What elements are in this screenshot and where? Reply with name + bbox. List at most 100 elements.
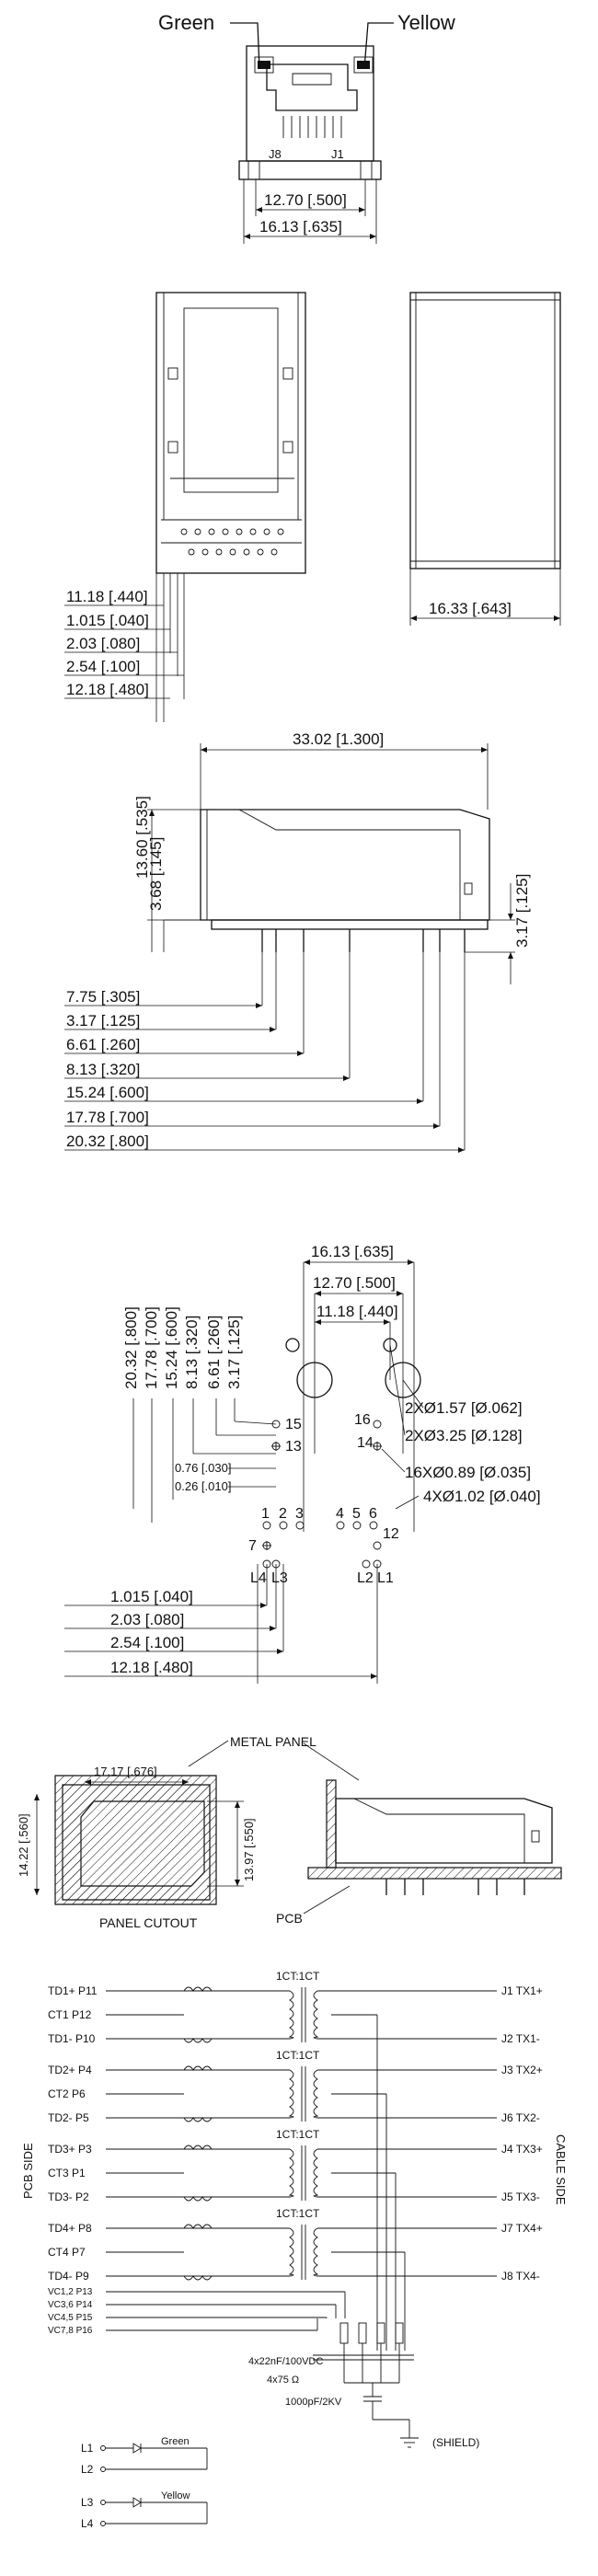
bottom-dim-3: 2.03 [.080] — [66, 635, 140, 652]
fp-pin-6: 6 — [369, 1506, 377, 1522]
front-view: Green Yellow J8 J1 12.70 [.500] 16.13 — [158, 11, 455, 244]
led1-pin-b: L2 — [81, 2463, 94, 2476]
led-green-circuit: L1 L2 Green — [81, 2436, 208, 2476]
led2-pin-b: L4 — [81, 2517, 94, 2530]
fp-bdim-1: 1.015 [.040] — [110, 1588, 193, 1605]
fp-hole-note-2: 2XØ3.25 [Ø.128] — [405, 1427, 523, 1444]
led-green-label: Green — [158, 11, 214, 34]
side-pin-dim-1: 7.75 [.305] — [66, 988, 140, 1006]
ch2-left-3: TD2- P5 — [48, 2111, 89, 2124]
ct-ratio-3: 1CT:1CT — [276, 2128, 320, 2141]
pcb-footprint: 16.13 [.635] 12.70 [.500] 11.18 [.440] 1… — [64, 1243, 541, 1684]
fp-pin-12: 12 — [383, 1526, 399, 1542]
top-dim-width: 16.33 [.643] — [429, 600, 512, 617]
label-j8: J8 — [269, 147, 282, 161]
cable-side-label: CABLE SIDE — [554, 2134, 568, 2205]
side-view: 33.02 [1.300] 13.60 [.535] 3.68 [.145] 3… — [64, 730, 531, 1153]
cutout-width-dim: 17.17 [.676] — [94, 1765, 157, 1778]
bottom-dim-1: 11.18 [.440] — [66, 588, 148, 605]
ch4-left-1: TD4+ P8 — [48, 2222, 92, 2235]
ch2-right-1: J3 TX2+ — [501, 2064, 543, 2076]
ch3-left-2: CT3 P1 — [48, 2167, 86, 2179]
fp-pin-4: 4 — [336, 1506, 344, 1522]
led1-pin-a: L1 — [81, 2442, 94, 2455]
pcb-side-label: PCB SIDE — [21, 2143, 35, 2199]
fp-pin-2: 2 — [279, 1506, 287, 1522]
ch1-left-2: CT1 P12 — [48, 2008, 92, 2021]
pcb-label: PCB — [276, 1911, 303, 1926]
side-pin-dim-4: 8.13 [.320] — [66, 1061, 140, 1078]
fp-pin-7: 7 — [248, 1538, 257, 1554]
vc-pin-3: VC4,5 P15 — [48, 2313, 93, 2323]
fp-vdim-1: 20.32 [.800] — [122, 1306, 140, 1389]
fp-hole-note-3: 16XØ0.89 [Ø.035] — [405, 1464, 531, 1481]
channel-2: 1CT:1CT TD2+ P4 CT2 P6 TD2- P5 J3 TX2+ J… — [48, 2049, 543, 2351]
side-pin-dim-6: 17.78 [.700] — [66, 1109, 149, 1126]
fp-pin-15: 15 — [285, 1417, 302, 1432]
fp-vdim-2: 17.78 [.700] — [143, 1306, 160, 1389]
fp-led-l2: L2 — [357, 1570, 374, 1586]
fp-hole-note-1: 2XØ1.57 [Ø.062] — [405, 1399, 523, 1417]
side-pin-dim-7: 20.32 [.800] — [66, 1133, 149, 1150]
bottom-view: 11.18 [.440] 1.015 [.040] 2.03 [.080] 2.… — [64, 292, 306, 722]
cutout-height-dim: 14.22 [.560] — [17, 1813, 30, 1877]
panel-cutout: METAL PANEL 17.17 [.676] 14.22 [.560] 13… — [17, 1734, 562, 1930]
fp-dim-16-13: 16.13 [.635] — [311, 1243, 394, 1260]
hv-cap-label: 1000pF/2KV — [285, 2397, 342, 2408]
ch1-right-2: J2 TX1- — [501, 2032, 540, 2045]
led1-name: Green — [161, 2436, 190, 2447]
ch3-right-2: J5 TX3- — [501, 2191, 540, 2203]
fp-led-l3: L3 — [271, 1570, 288, 1586]
fp-small-dim-2: 0.26 [.010] — [175, 1479, 231, 1493]
ch2-left-2: CT2 P6 — [48, 2087, 86, 2100]
res-label: 4x75 Ω — [267, 2375, 299, 2386]
fp-pin-13: 13 — [285, 1439, 302, 1455]
fp-vdim-6: 3.17 [.125] — [225, 1316, 243, 1389]
side-pin-dim-2: 3.17 [.125] — [66, 1012, 140, 1029]
cutout-height2-dim: 13.97 [.550] — [242, 1818, 256, 1881]
fp-dim-11-18: 11.18 [.440] — [316, 1303, 398, 1320]
fp-vdim-5: 6.61 [.260] — [205, 1316, 223, 1389]
fp-dim-12-70: 12.70 [.500] — [313, 1274, 396, 1292]
ch2-left-1: TD2+ P4 — [48, 2064, 92, 2076]
bottom-dim-4: 2.54 [.100] — [66, 658, 140, 675]
fp-pin-16: 16 — [354, 1412, 371, 1428]
top-view: 16.33 [.643] — [409, 292, 561, 626]
vc-pin-2: VC3,6 P14 — [48, 2300, 93, 2310]
ch4-right-1: J7 TX4+ — [501, 2222, 543, 2235]
fp-vdim-3: 15.24 [.600] — [163, 1306, 180, 1389]
led2-pin-a: L3 — [81, 2496, 94, 2509]
channel-4: 1CT:1CT TD4+ P8 CT4 P7 TD4- P9 J7 TX4+ J… — [48, 2207, 543, 2351]
ch4-left-2: CT4 P7 — [48, 2246, 86, 2259]
shield-label: (SHIELD) — [432, 2436, 479, 2449]
vc-pin-1: VC1,2 P13 — [48, 2287, 93, 2297]
fp-vertical-dims — [132, 1398, 277, 1523]
metal-panel-label: METAL PANEL — [230, 1734, 316, 1749]
panel-cutout-label: PANEL CUTOUT — [99, 1915, 198, 1930]
ct-ratio-4: 1CT:1CT — [276, 2207, 320, 2220]
fp-bdim-3: 2.54 [.100] — [110, 1634, 184, 1651]
ch3-right-1: J4 TX3+ — [501, 2143, 543, 2156]
vc-pin-4: VC7,8 P16 — [48, 2326, 93, 2336]
fp-pin-3: 3 — [295, 1506, 304, 1522]
ct-ratio-2: 1CT:1CT — [276, 2049, 320, 2062]
bottom-dim-2: 1.015 [.040] — [66, 612, 149, 629]
side-pin-dim-3: 6.61 [.260] — [66, 1036, 140, 1053]
label-j1: J1 — [331, 147, 344, 161]
fp-pin-5: 5 — [352, 1506, 361, 1522]
schematic: PCB SIDE CABLE SIDE 1CT:1CT TD1+ P11 CT1… — [21, 1970, 568, 2530]
fp-led-l4: L4 — [250, 1570, 267, 1586]
channel-3: 1CT:1CT TD3+ P3 CT3 P1 TD3- P2 J4 TX3+ J… — [48, 2128, 543, 2351]
side-dim-right: 3.17 [.125] — [513, 874, 531, 948]
side-pin-dim-5: 15.24 [.600] — [66, 1084, 149, 1101]
ch1-right-1: J1 TX1+ — [501, 1984, 543, 1997]
bottom-dim-5: 12.18 [.480] — [66, 681, 149, 698]
channel-1: 1CT:1CT TD1+ P11 CT1 P12 TD1- P10 J1 TX1… — [48, 1970, 543, 2351]
fp-vdim-4: 8.13 [.320] — [183, 1316, 201, 1389]
fp-bdim-4: 12.18 [.480] — [110, 1659, 193, 1676]
ch4-left-3: TD4- P9 — [48, 2270, 89, 2283]
fp-small-dim-1: 0.76 [.030] — [175, 1461, 231, 1475]
fp-pin-14: 14 — [357, 1435, 374, 1451]
ch1-left-1: TD1+ P11 — [48, 1984, 98, 1997]
